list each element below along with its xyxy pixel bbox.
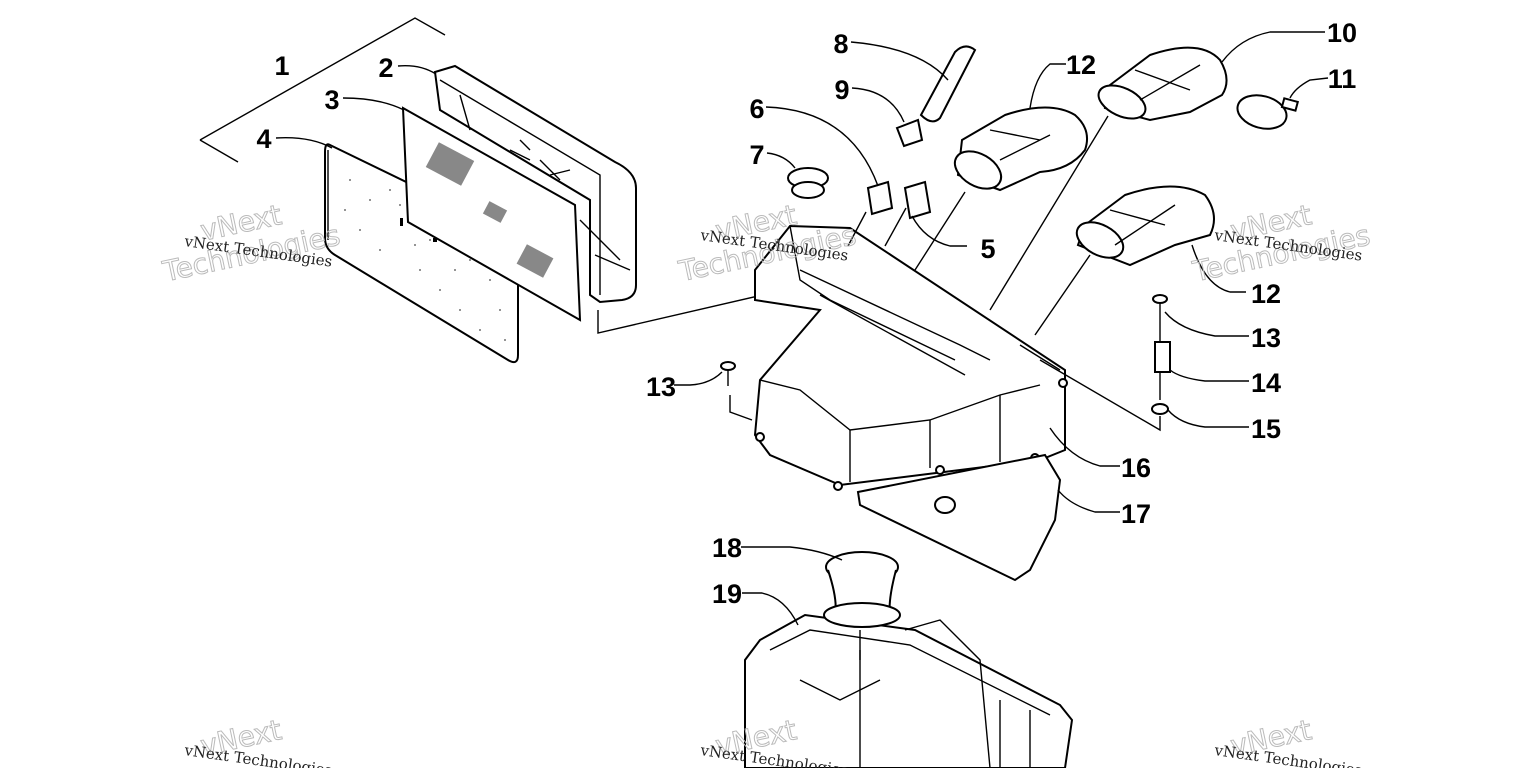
drain-valve-14 — [1154, 341, 1171, 373]
grommet-7 — [787, 167, 829, 199]
bracket-1 — [199, 17, 446, 163]
callout-labels: 1 2 3 4 5 6 7 8 9 10 11 12 12 13 13 14 1… — [256, 18, 1357, 609]
screen-3 — [401, 106, 582, 322]
intake-duct-10 — [1097, 46, 1228, 122]
airbox-cover-16 — [753, 224, 1068, 491]
callout-12-upper: 12 — [1066, 50, 1096, 80]
callout-11: 11 — [1328, 64, 1357, 94]
callout-14: 14 — [1251, 368, 1281, 398]
callout-2: 2 — [378, 53, 393, 83]
hose-clamp-11 — [1236, 94, 1300, 130]
filter-frame-2 — [433, 64, 637, 304]
hose-fitting-6 — [866, 180, 894, 216]
intake-duct-12-lower — [1075, 185, 1215, 267]
watermark-left: vNext Technologies — [159, 198, 344, 289]
callout-15: 15 — [1251, 414, 1281, 444]
callout-10: 10 — [1327, 18, 1357, 48]
callout-3: 3 — [324, 85, 339, 115]
callout-4: 4 — [256, 124, 271, 154]
tube-8 — [919, 45, 977, 123]
callout-12-lower: 12 — [1251, 279, 1281, 309]
callout-18: 18 — [712, 533, 742, 563]
callout-9: 9 — [834, 75, 849, 105]
intake-duct-12-upper — [953, 106, 1088, 192]
callout-8: 8 — [833, 29, 848, 59]
callout-1: 1 — [274, 51, 289, 81]
callout-13-right: 13 — [1251, 323, 1281, 353]
callout-13-left: 13 — [646, 372, 676, 402]
intake-boot-18 — [823, 551, 901, 628]
screw-13-right — [1152, 294, 1168, 322]
callout-6: 6 — [749, 94, 764, 124]
callout-19: 19 — [712, 579, 742, 609]
callout-7: 7 — [749, 140, 764, 170]
callout-16: 16 — [1121, 453, 1151, 483]
hose-fitting-5 — [903, 180, 932, 220]
o-ring-15 — [1151, 403, 1169, 415]
callout-5: 5 — [980, 234, 995, 264]
baffle-plate-17 — [856, 453, 1062, 582]
callout-17: 17 — [1121, 499, 1151, 529]
assembly-lines — [729, 115, 1161, 660]
leader-lines — [275, 31, 1329, 626]
connector-9 — [895, 118, 924, 148]
screw-13-left — [720, 361, 736, 386]
